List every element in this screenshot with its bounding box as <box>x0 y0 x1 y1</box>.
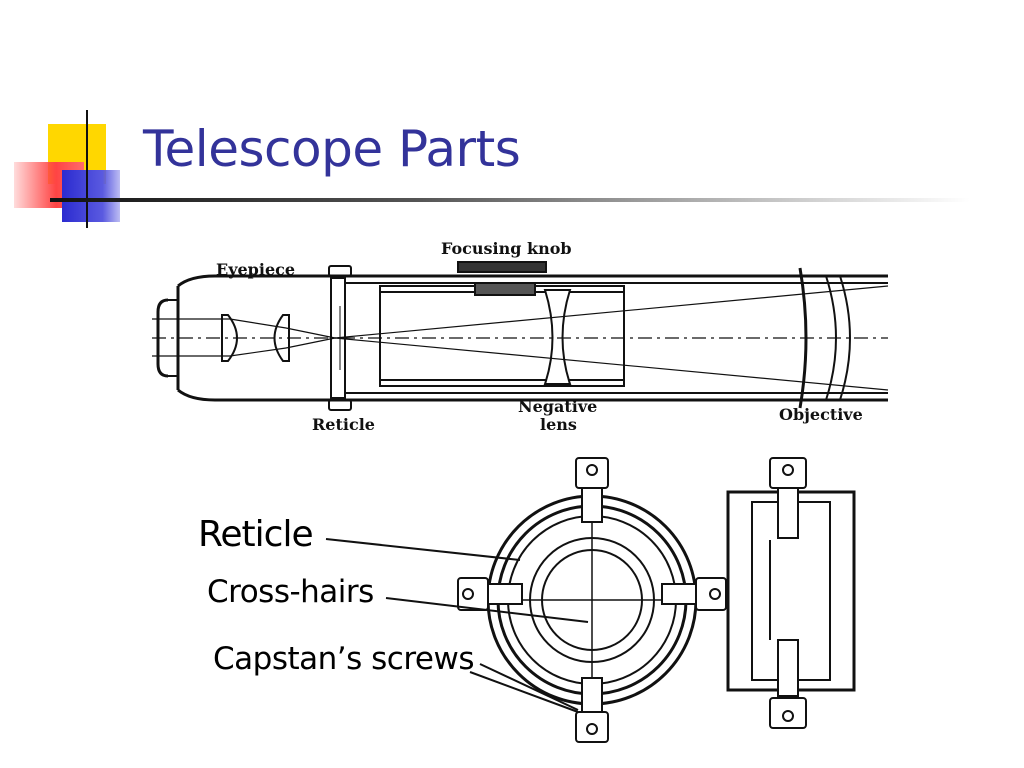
eyepiece-label: Eyepiece <box>216 260 295 279</box>
reticle-part-label: Reticle <box>312 415 375 434</box>
capstan-screws-leader-line-1 <box>479 663 579 711</box>
focusing-knob-label: Focusing knob <box>441 239 572 258</box>
deco-vertical-line <box>86 110 88 228</box>
deco-blue-square <box>62 170 120 222</box>
objective-label: Objective <box>779 405 863 424</box>
reticle-leader-line <box>325 538 521 561</box>
telescope-cross-section <box>152 261 889 411</box>
reticle-callout-label: Reticle <box>198 514 314 555</box>
telescope-labels: Focusing knob Eyepiece Reticle Negative … <box>216 239 863 434</box>
cross-hairs-leader-line <box>385 597 589 623</box>
negative-lens-label-line1: Negative <box>518 397 597 416</box>
capstan-screws-callout-label: Capstan’s screws <box>213 641 474 677</box>
negative-lens-label-line2: lens <box>540 415 577 434</box>
callout-leaders <box>325 538 589 713</box>
cross-hairs-callout-label: Cross-hairs <box>207 574 374 610</box>
reticle-side-view <box>726 457 856 729</box>
capstan-screws-leader-line-2 <box>469 671 579 713</box>
title-underline <box>50 198 970 202</box>
page-title: Telescope Parts <box>143 120 521 178</box>
reticle-front-view <box>457 457 727 743</box>
